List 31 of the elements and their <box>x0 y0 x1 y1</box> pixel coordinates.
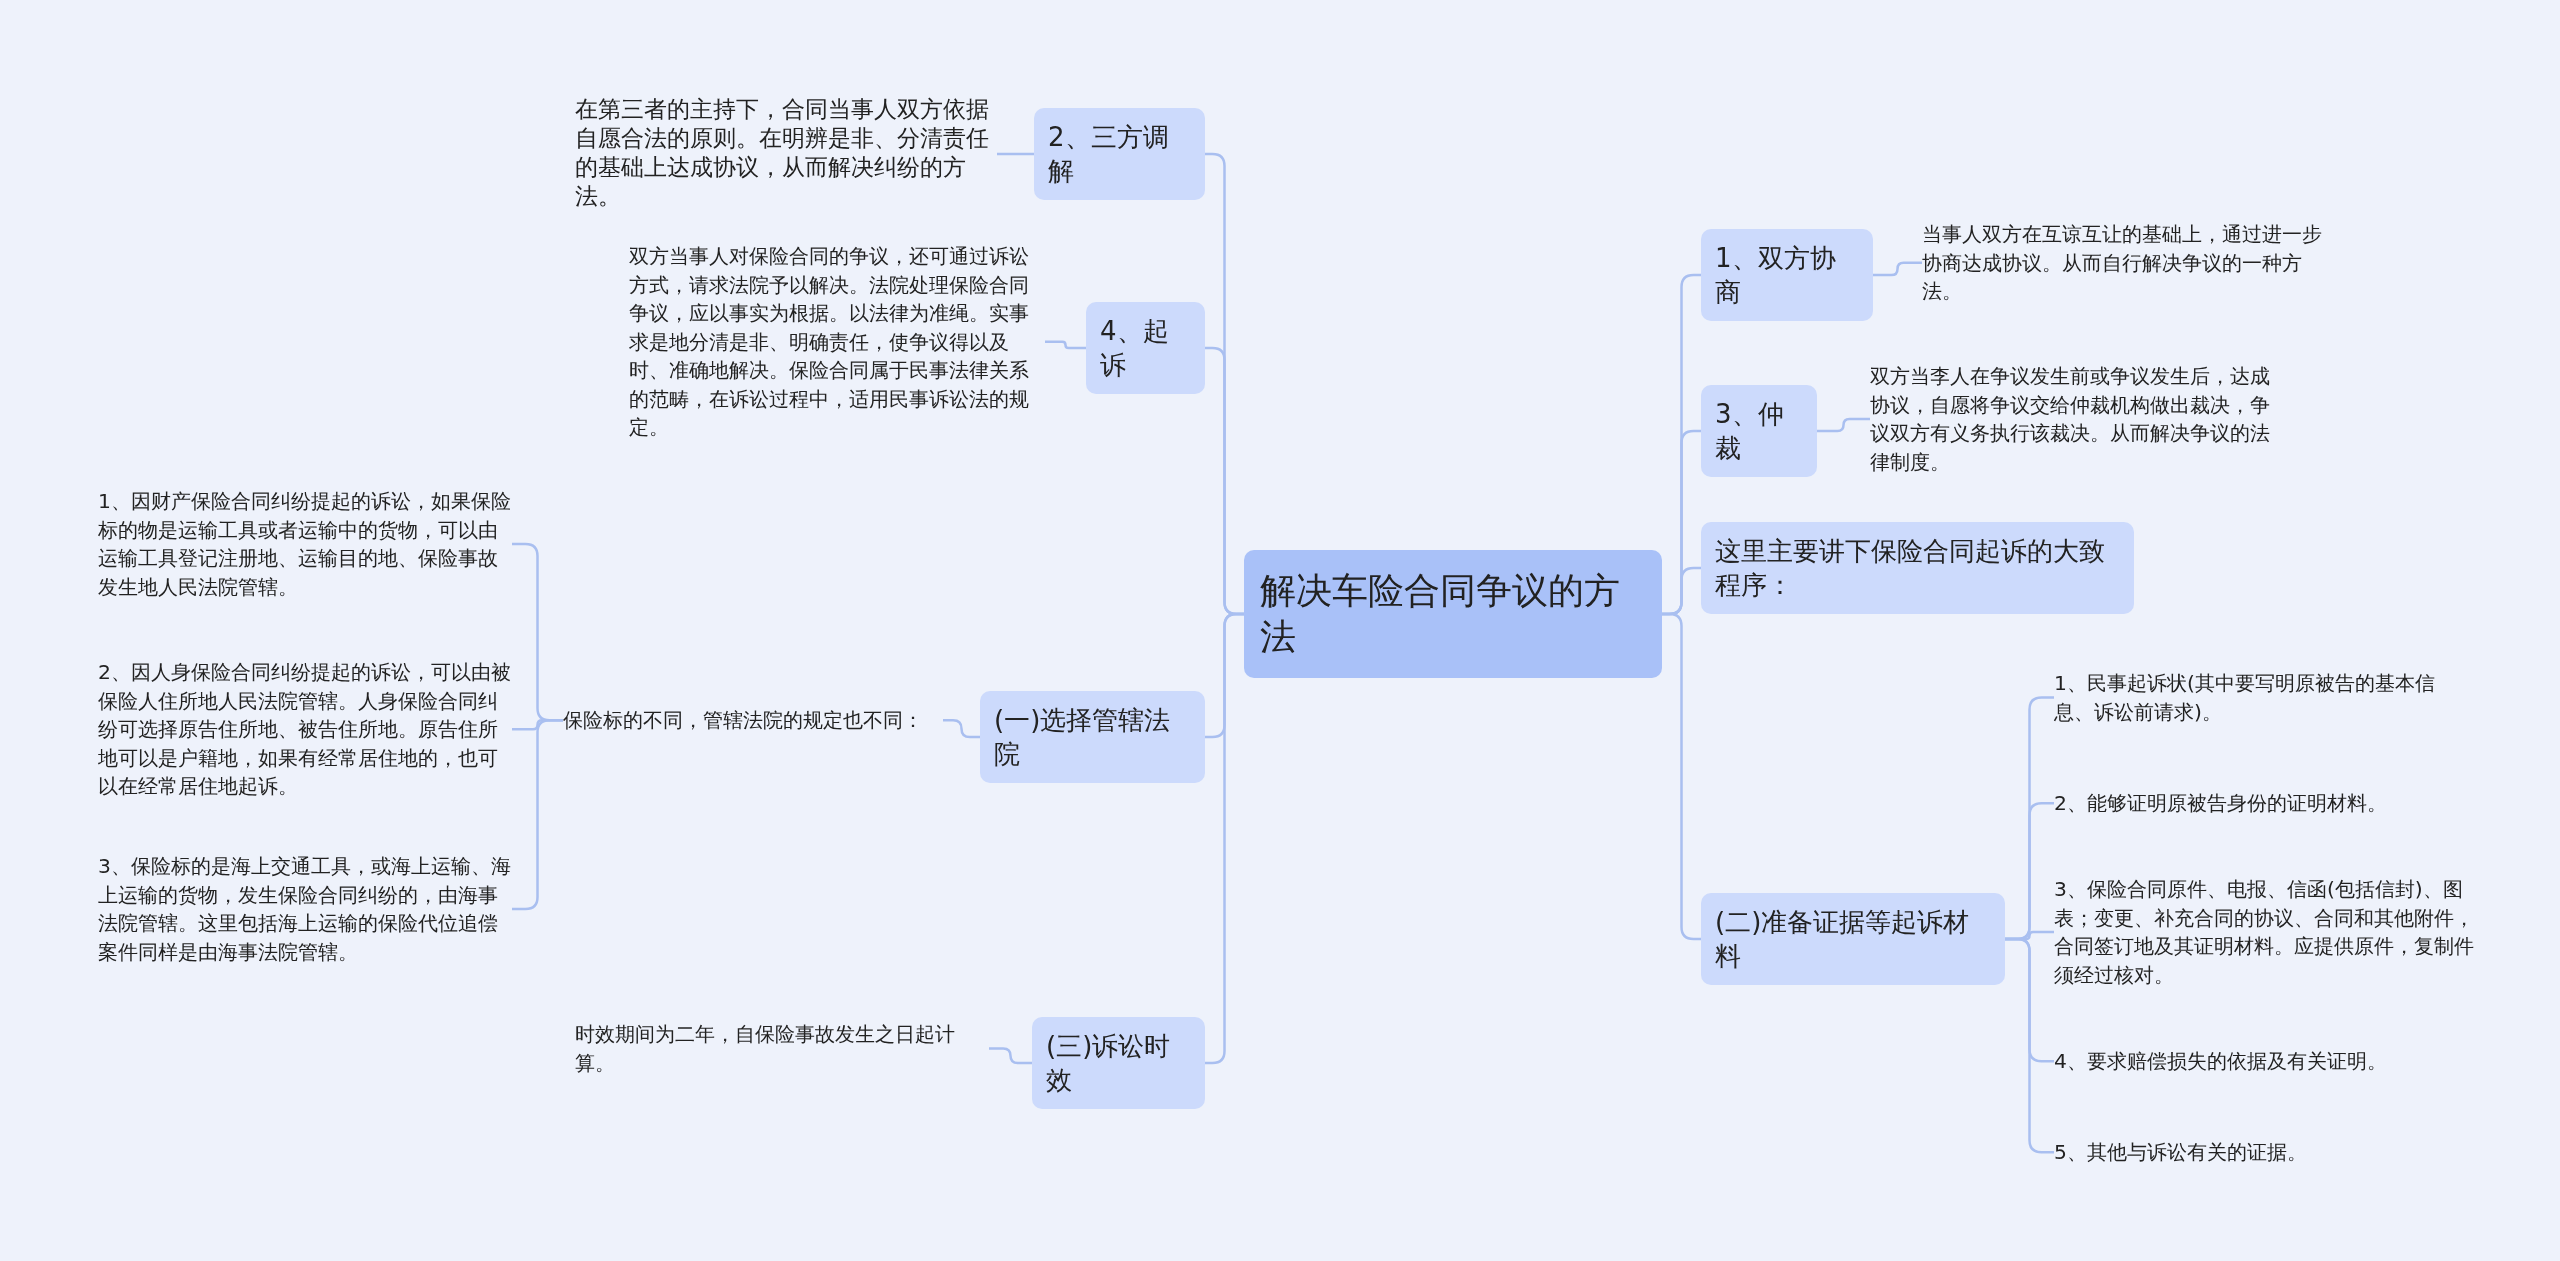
topic-box: 这里主要讲下保险合同起诉的大致程序： <box>1701 522 2134 614</box>
note-text: 保险标的不同，管辖法院的规定也不同： <box>563 706 943 735</box>
note-text: 双方当事人对保险合同的争议，还可通过诉讼方式，请求法院予以解决。法院处理保险合同争议，应以事实为根据。以法律为准绳。实事求是地分清是非、明确责任，使争议得以及时、准确地解决。保险合同属于民事法律关系的范畴，在诉讼过程中，适用民事诉讼法的规定。 <box>629 242 1045 442</box>
note-text: 在第三者的主持下，合同当事人双方依据自愿合法的原则。在明辨是非、分清责任的基础上达成协议，从而解决纠纷的方法。 <box>575 95 997 211</box>
topic-box: 1、双方协商 <box>1701 229 1873 321</box>
note-text: 1、因财产保险合同纠纷提起的诉讼，如果保险标的物是运输工具或者运输中的货物，可以由运输工具登记注册地、运输目的地、保险事故发生地人民法院管辖。 <box>98 487 512 601</box>
connector-line <box>997 152 1034 156</box>
note-text: 当事人双方在互谅互让的基础上，通过进一步协商达成协议。从而自行解决争议的一种方法。 <box>1922 220 2336 306</box>
note-text: 4、要求赔偿损失的依据及有关证明。 <box>2054 1047 2474 1076</box>
note-text: 5、其他与诉讼有关的证据。 <box>2054 1138 2474 1167</box>
note-text: 3、保险标的是海上交通工具，或海上运输、海上运输的货物，发生保险合同纠纷的，由海事法院管辖。这里包括海上运输的保险代位追偿案件同样是由海事法院管辖。 <box>98 852 512 966</box>
topic-box: (一)选择管辖法院 <box>980 691 1205 783</box>
topic-box: 2、三方调解 <box>1034 108 1205 200</box>
note-text: 3、保险合同原件、电报、信函(包括信封)、图表；变更、补充合同的协议、合同和其他附件，合同签订地及其证明材料。应提供原件，复制件须经过核对。 <box>2054 875 2474 989</box>
connector-line <box>1817 417 1870 433</box>
note-text: 2、因人身保险合同纠纷提起的诉讼，可以由被保险人住所地人民法院管辖。人身保险合同纠纷可选择原告住所地、被告住所地。原告住所地可以是户籍地，如果有经常居住地的，也可以在经常居住地起诉。 <box>98 658 512 801</box>
connector-line <box>1045 340 1086 350</box>
connector-line <box>1205 612 1244 1065</box>
topic-box: (三)诉讼时效 <box>1032 1017 1205 1109</box>
central-topic-box: 解决车险合同争议的方法 <box>1244 550 1662 678</box>
connector-line <box>1662 612 1701 941</box>
note-text: 1、民事起诉状(其中要写明原被告的基本信息、诉讼前请求)。 <box>2054 669 2474 726</box>
connector-line <box>989 1047 1032 1065</box>
topic-box: (二)准备证据等起诉材料 <box>1701 893 2005 985</box>
topic-box: 3、仲裁 <box>1701 385 1817 477</box>
connector-line <box>1873 261 1922 277</box>
connector-line <box>943 719 980 739</box>
topic-box: 4、起诉 <box>1086 302 1205 394</box>
note-text: 时效期间为二年，自保险事故发生之日起计算。 <box>575 1020 989 1077</box>
note-text: 双方当李人在争议发生前或争议发生后，达成协议，自愿将争议交给仲裁机构做出裁决，争议双方有义务执行该裁决。从而解决争议的法律制度。 <box>1870 362 2286 476</box>
note-text: 2、能够证明原被告身份的证明材料。 <box>2054 789 2474 818</box>
